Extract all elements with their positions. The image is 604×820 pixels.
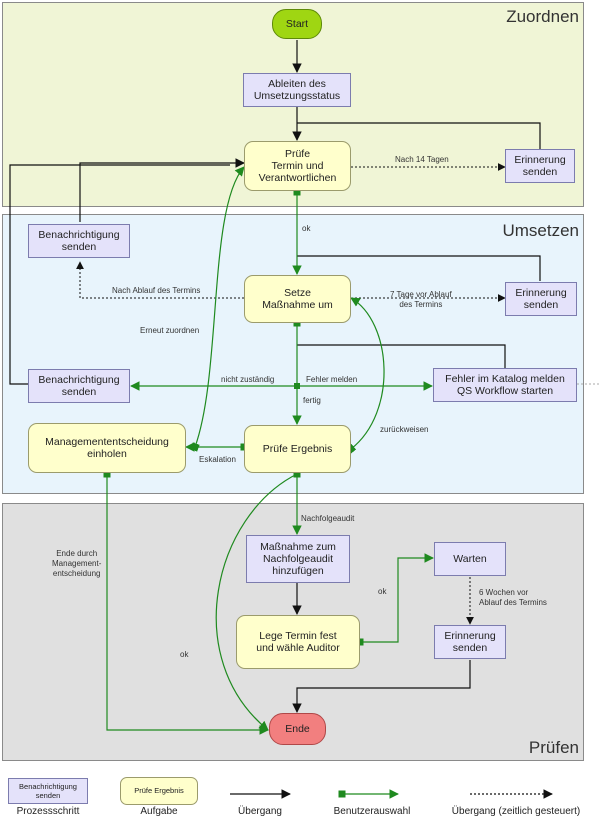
setze-massnahme-um[interactable]: Setze Maßnahme um [244, 275, 351, 323]
pruefe-ergebnis[interactable]: Prüfe Ergebnis [244, 425, 351, 473]
label-nach-ablauf: Nach Ablauf des Termins [112, 286, 201, 295]
label-ok-1: ok [302, 224, 311, 233]
benachrichtigung-senden-1[interactable]: Benachrichtigung senden [28, 224, 130, 258]
label-fertig: fertig [303, 396, 321, 405]
end-node[interactable]: Ende [269, 713, 326, 745]
label-fehler-melden: Fehler melden [306, 375, 358, 384]
erinnerung-senden-3[interactable]: Erinnerung senden [434, 625, 506, 659]
legend-process-sample: Benachrichtigung senden [8, 778, 88, 804]
massnahme-nachfolgeaudit-hinzufuegen[interactable]: Maßnahme zum Nachfolgeaudit hinzufügen [246, 535, 350, 583]
warten[interactable]: Warten [434, 542, 506, 576]
start-node[interactable]: Start [272, 9, 322, 39]
legend-transition-caption: Übergang [238, 806, 282, 817]
erinnerung-senden-1[interactable]: Erinnerung senden [505, 149, 575, 183]
lane-title-umsetzen: Umsetzen [502, 221, 579, 240]
lane-title-pruefen: Prüfen [528, 738, 579, 757]
label-ok-2: ok [180, 650, 189, 659]
legend-timed-caption: Übergang (zeitlich gesteuert) [451, 806, 581, 817]
pruefe-termin-verantwortlichen[interactable]: Prüfe Termin und Verantwortlichen [244, 141, 351, 191]
edge-erinnerung2-loop [297, 255, 541, 281]
lane-title-zuordnen: Zuordnen [506, 7, 579, 26]
edge-benach2-pruefe [9, 164, 230, 385]
edge-erinnerung1-loop [297, 122, 541, 150]
edge-erinnerung3-ende [292, 660, 471, 713]
label-nachfolgeaudit: Nachfolgeaudit [301, 514, 355, 523]
label-erneut-zuordnen: Erneut zuordnen [140, 326, 200, 335]
label-6-wochen: 6 Wochen vor Ablauf des Termins [479, 588, 547, 607]
edge-timed-nach-ablauf [76, 261, 244, 299]
edge-benach1-pruefe [79, 158, 245, 222]
erinnerung-senden-2[interactable]: Erinnerung senden [505, 282, 577, 316]
edge-erneut-zuordnen [190, 166, 245, 452]
label-ende-durch-management: Ende durch Management- entscheidung [52, 549, 102, 578]
label-ok-3: ok [378, 587, 387, 596]
legend-process-caption: Prozessschritt [16, 806, 80, 817]
edge-ok-pruefe-ende [215, 473, 298, 731]
edge-zurueckweisen [345, 297, 385, 455]
fehler-im-katalog-melden[interactable]: Fehler im Katalog melden QS Workflow sta… [433, 368, 577, 402]
legend-task-caption: Aufgabe [140, 806, 178, 817]
label-7-tage: 7 Tage vor Ablauf des Termins [390, 290, 452, 309]
label-eskalation: Eskalation [199, 455, 236, 464]
legend-task-sample: Prüfe Ergebnis [120, 777, 198, 805]
label-nicht-zustaendig: nicht zuständig [221, 375, 275, 384]
ableiten-umsetzungsstatus[interactable]: Ableiten des Umsetzungsstatus [243, 73, 351, 107]
lege-termin-fest[interactable]: Lege Termin fest und wähle Auditor [236, 615, 360, 669]
label-zurueckweisen: zurückweisen [380, 425, 429, 434]
edge-fehler-loop [297, 344, 506, 369]
label-nach-14-tagen: Nach 14 Tagen [395, 155, 449, 164]
legend-user-choice-caption: Benutzerauswahl [333, 806, 411, 817]
managemententscheidung-einholen[interactable]: Managemententscheidung einholen [28, 423, 186, 473]
edge-ok-lege-warten [356, 553, 434, 646]
benachrichtigung-senden-2[interactable]: Benachrichtigung senden [28, 369, 130, 403]
edge-ende-management [103, 470, 269, 735]
